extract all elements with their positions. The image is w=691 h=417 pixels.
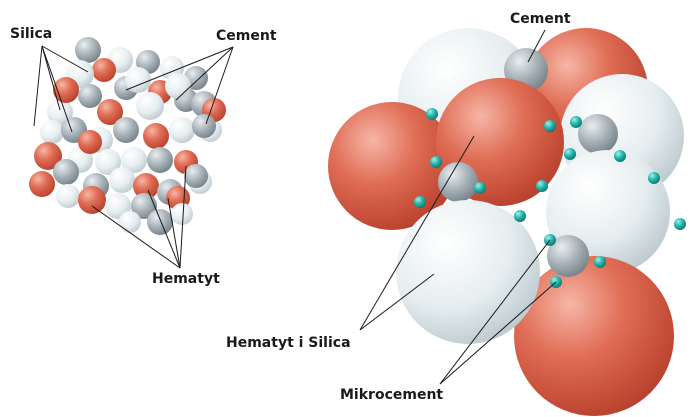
hematyt-label: Hematyt <box>152 272 220 286</box>
cement-left-label: Cement <box>216 29 277 43</box>
left-particle-cluster <box>29 37 226 235</box>
hematyt-silica-label: Hematyt i Silica <box>226 336 351 350</box>
right-particle-cluster <box>328 28 684 416</box>
silica-leader-4 <box>34 46 42 126</box>
cement-right-label: Cement <box>510 12 571 26</box>
silica-leader-1 <box>42 46 60 110</box>
mikrocement-label: Mikrocement <box>340 388 443 402</box>
silica-label: Silica <box>10 27 52 41</box>
cement-particle-right <box>578 114 618 154</box>
cement-particle-center <box>438 162 478 202</box>
